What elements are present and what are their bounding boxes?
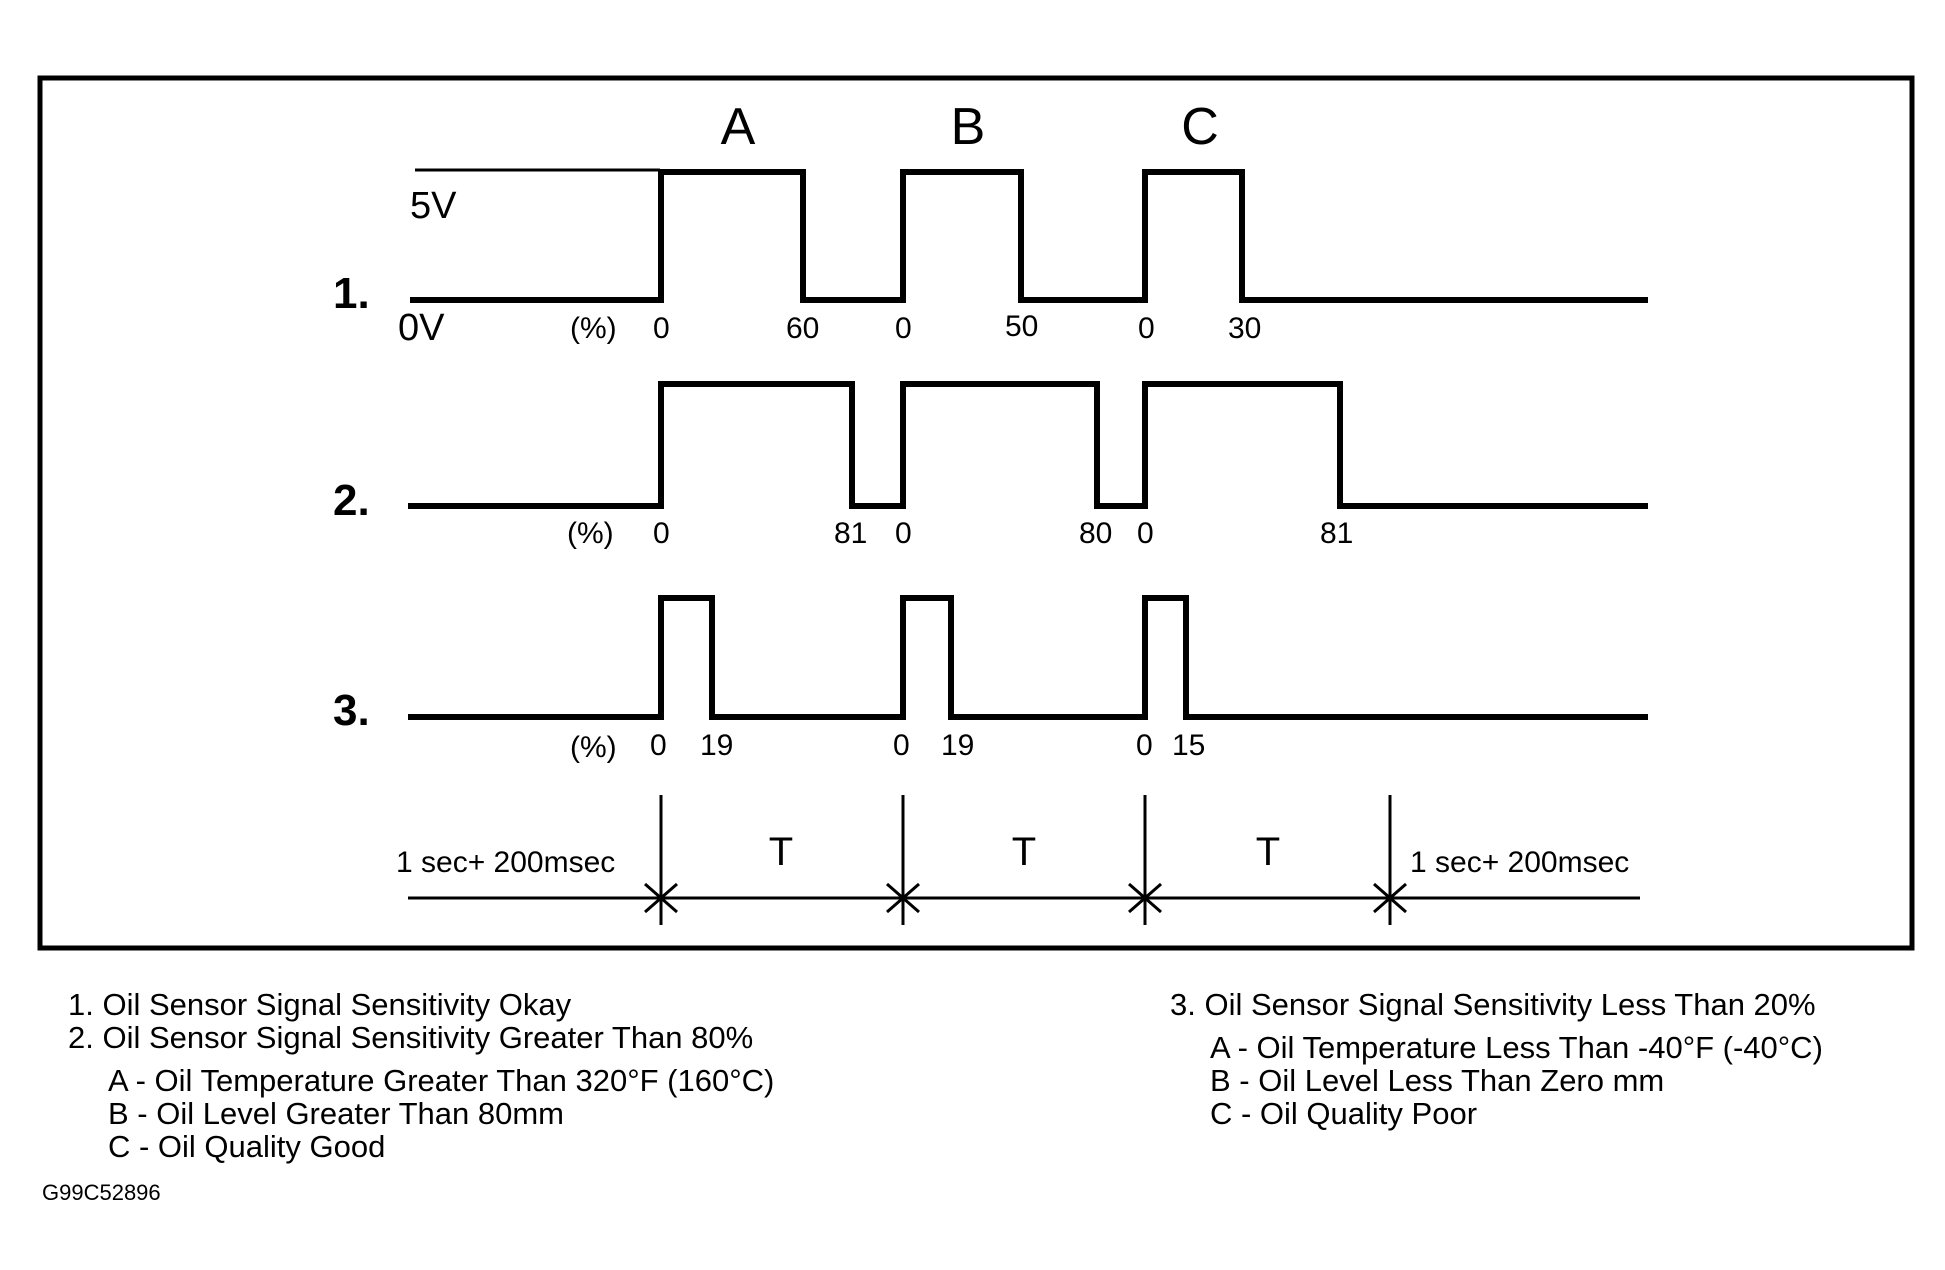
row1-tick: 60 xyxy=(786,312,819,345)
legend-left: 1. Oil Sensor Signal Sensitivity Okay 2.… xyxy=(68,988,774,1163)
row3-pct-label: (%) xyxy=(570,731,617,764)
column-label-c: C xyxy=(1181,98,1219,156)
row-label-1: 1. xyxy=(333,269,370,318)
row2-tick: 0 xyxy=(895,517,912,550)
row3-tick: 15 xyxy=(1172,729,1205,762)
column-label-b: B xyxy=(951,98,986,156)
waveform-diagram: A B C 5V 0V 1. 2. 3. (%) 0 60 0 50 0 30 … xyxy=(37,75,1915,951)
legend-sub-a: A - Oil Temperature Greater Than 320°F (… xyxy=(108,1063,775,1098)
5v-label: 5V xyxy=(410,185,457,227)
0v-label: 0V xyxy=(398,307,445,349)
row2-tick: 80 xyxy=(1079,517,1112,550)
diagram-frame xyxy=(37,75,1915,951)
legend-item-3: 3. Oil Sensor Signal Sensitivity Less Th… xyxy=(1170,987,1816,1022)
row1-tick: 0 xyxy=(1138,312,1155,345)
edge-label-left: 1 sec+ 200msec xyxy=(396,846,615,879)
waveform-3 xyxy=(408,595,1648,720)
period-label-3: T xyxy=(1256,830,1280,874)
legend-sub-c: C - Oil Quality Good xyxy=(108,1129,386,1164)
row3-tick: 19 xyxy=(941,729,974,762)
row3-tick: 0 xyxy=(1136,729,1153,762)
row2-pct-label: (%) xyxy=(567,517,614,550)
row2-tick: 0 xyxy=(653,517,670,550)
period-label-1: T xyxy=(769,830,793,874)
waveform-2 xyxy=(408,381,1648,509)
row3-tick: 19 xyxy=(700,729,733,762)
row-label-2: 2. xyxy=(333,476,370,525)
legend-sub-a: A - Oil Temperature Less Than -40°F (-40… xyxy=(1210,1030,1823,1065)
row-label-3: 3. xyxy=(333,686,370,735)
legend-item-2: 2. Oil Sensor Signal Sensitivity Greater… xyxy=(68,1020,754,1055)
timing-markers xyxy=(644,795,1407,925)
waveform-1 xyxy=(410,169,1648,303)
row1-tick: 0 xyxy=(895,312,912,345)
legend-item-1: 1. Oil Sensor Signal Sensitivity Okay xyxy=(68,987,572,1022)
figure-code: G99C52896 xyxy=(42,1180,161,1205)
legend-right: 3. Oil Sensor Signal Sensitivity Less Th… xyxy=(1170,988,1823,1130)
legend-sub-c: C - Oil Quality Poor xyxy=(1210,1096,1478,1131)
row3-tick: 0 xyxy=(650,729,667,762)
row1-pct-label: (%) xyxy=(570,312,617,345)
row1-tick: 30 xyxy=(1228,312,1261,345)
row1-tick: 50 xyxy=(1005,310,1038,343)
edge-label-right: 1 sec+ 200msec xyxy=(1410,846,1629,879)
column-label-a: A xyxy=(721,98,756,156)
row2-tick: 0 xyxy=(1137,517,1154,550)
legend-sub-b: B - Oil Level Greater Than 80mm xyxy=(108,1096,564,1131)
row2-tick: 81 xyxy=(834,517,867,550)
row1-tick: 0 xyxy=(653,312,670,345)
period-label-2: T xyxy=(1012,830,1036,874)
legend-sub-b: B - Oil Level Less Than Zero mm xyxy=(1210,1063,1665,1098)
row2-tick: 81 xyxy=(1320,517,1353,550)
row3-tick: 0 xyxy=(893,729,910,762)
